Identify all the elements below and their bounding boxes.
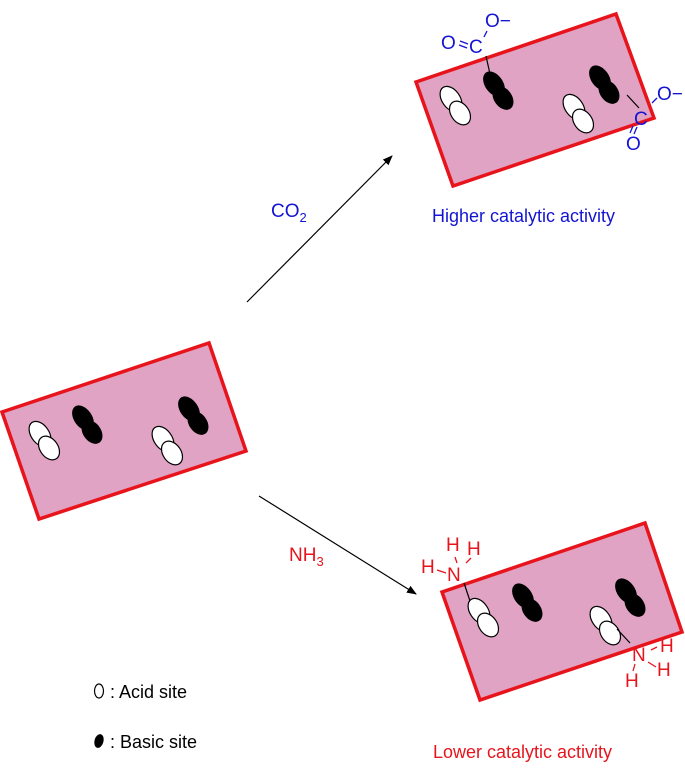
arrow-co2 — [246, 155, 393, 303]
nh3-1-hydrogen-right: H — [467, 539, 481, 560]
adsorbed-co2-1: O C O− — [441, 11, 511, 75]
adsorbed-co2-2: C O− O — [626, 84, 683, 155]
nh3-2-hydrogen-top: H — [660, 636, 674, 657]
legend-acid-icon — [93, 683, 105, 699]
result-co2-label: Higher catalytic activity — [432, 206, 615, 226]
nh3-1-hydrogen-left: H — [421, 557, 435, 578]
nh3-1-hydrogen-top: H — [446, 535, 460, 556]
co2-2-oxygen-anion: O− — [657, 84, 683, 105]
catalyst-co2: O C O− C O− O — [413, 11, 683, 189]
adsorbed-nh3-1: N H H H — [421, 535, 481, 602]
co2-2-carbon: C — [634, 109, 648, 130]
catalyst-surface-nh3 — [439, 520, 685, 703]
catalyst-surface-start — [0, 340, 249, 522]
nh3-2-hydrogen-right: H — [657, 660, 671, 681]
legend-basic-label: : Basic site — [110, 732, 197, 752]
catalyst-surface-co2 — [413, 11, 657, 189]
adsorbed-nh3-2: N H H H — [616, 628, 674, 692]
co2-1-carbon: C — [469, 37, 483, 58]
legend-acid-label: : Acid site — [110, 682, 187, 702]
nh3-2-nitrogen: N — [632, 645, 646, 666]
catalyst-nh3: N H H H N H H H — [421, 520, 685, 703]
nh3-2-hydrogen-bottom: H — [625, 671, 639, 692]
legend: : Acid site : Basic site — [93, 682, 197, 752]
reagent-co2-label: CO2 — [271, 201, 307, 225]
co2-1-oxygen-anion: O− — [485, 11, 511, 32]
legend-basic-icon — [94, 734, 104, 748]
co2-2-oxygen-double: O — [626, 134, 641, 155]
nh3-1-nitrogen: N — [447, 565, 461, 586]
reagent-nh3-label: NH3 — [289, 545, 324, 569]
catalyst-start — [0, 340, 249, 522]
co2-1-oxygen-double: O — [441, 33, 456, 54]
arrow-nh3 — [258, 495, 417, 595]
result-nh3-label: Lower catalytic activity — [433, 742, 612, 762]
